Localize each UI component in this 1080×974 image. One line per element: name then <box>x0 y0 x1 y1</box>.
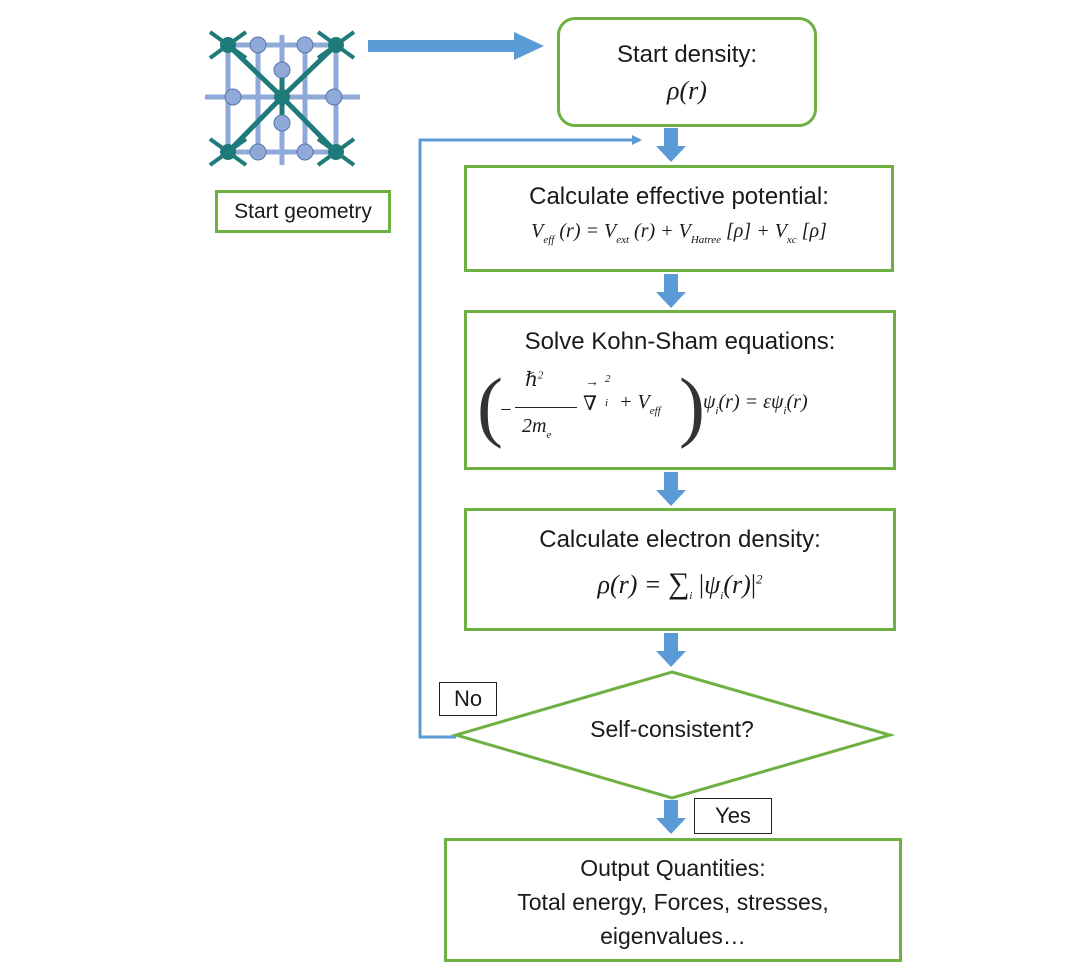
effective-potential-box: Calculate effective potential: Veff (r) … <box>464 165 894 272</box>
decision-text: Self-consistent? <box>590 716 754 742</box>
arrow-density-to-decision <box>656 633 686 667</box>
arrow-density-to-potential <box>656 128 686 162</box>
crystal-structure-icon <box>205 30 360 167</box>
electron-density-formula: ρ(r) = ∑i |ψi(r)|2 <box>597 567 763 602</box>
no-label: No <box>439 682 497 716</box>
effective-potential-title: Calculate effective potential: <box>529 183 829 210</box>
electron-density-box: Calculate electron density: ρ(r) = ∑i |ψ… <box>464 508 896 631</box>
start-density-title: Start density: <box>616 41 758 68</box>
arrow-geometry-to-density <box>368 32 544 60</box>
output-line-2: Total energy, Forces, stresses, <box>517 889 829 915</box>
electron-density-title: Calculate electron density: <box>539 526 821 553</box>
start-geometry-box: Start geometry <box>215 190 391 233</box>
effective-potential-formula: Veff (r) = Vext (r) + VHatree [ρ] + Vxc … <box>531 220 827 246</box>
start-density-box: Start density: ρ(r) <box>557 17 817 127</box>
no-feedback-line <box>418 135 642 739</box>
output-box: Output Quantities: Total energy, Forces,… <box>444 838 902 962</box>
arrow-potential-to-kohn-sham <box>656 274 686 308</box>
start-geometry-label: Start geometry <box>234 200 372 223</box>
flow-arrows <box>656 128 686 834</box>
kohn-sham-formula: ( − ℏ2 2me → ∇ 2 i + Veff ) ψi(r) = εψi(… <box>477 362 808 449</box>
kohn-sham-title: Solve Kohn-Sham equations: <box>524 328 836 355</box>
start-density-formula: ρ(r) <box>667 76 707 105</box>
arrow-kohn-sham-to-density <box>656 472 686 506</box>
output-line-3: eigenvalues… <box>600 923 746 949</box>
arrow-decision-to-output <box>656 800 686 834</box>
output-title: Output Quantities: <box>580 855 766 881</box>
decision-diamond <box>450 670 896 800</box>
yes-label: Yes <box>694 798 772 834</box>
kohn-sham-box: Solve Kohn-Sham equations: ( − ℏ2 2me → … <box>464 310 896 470</box>
